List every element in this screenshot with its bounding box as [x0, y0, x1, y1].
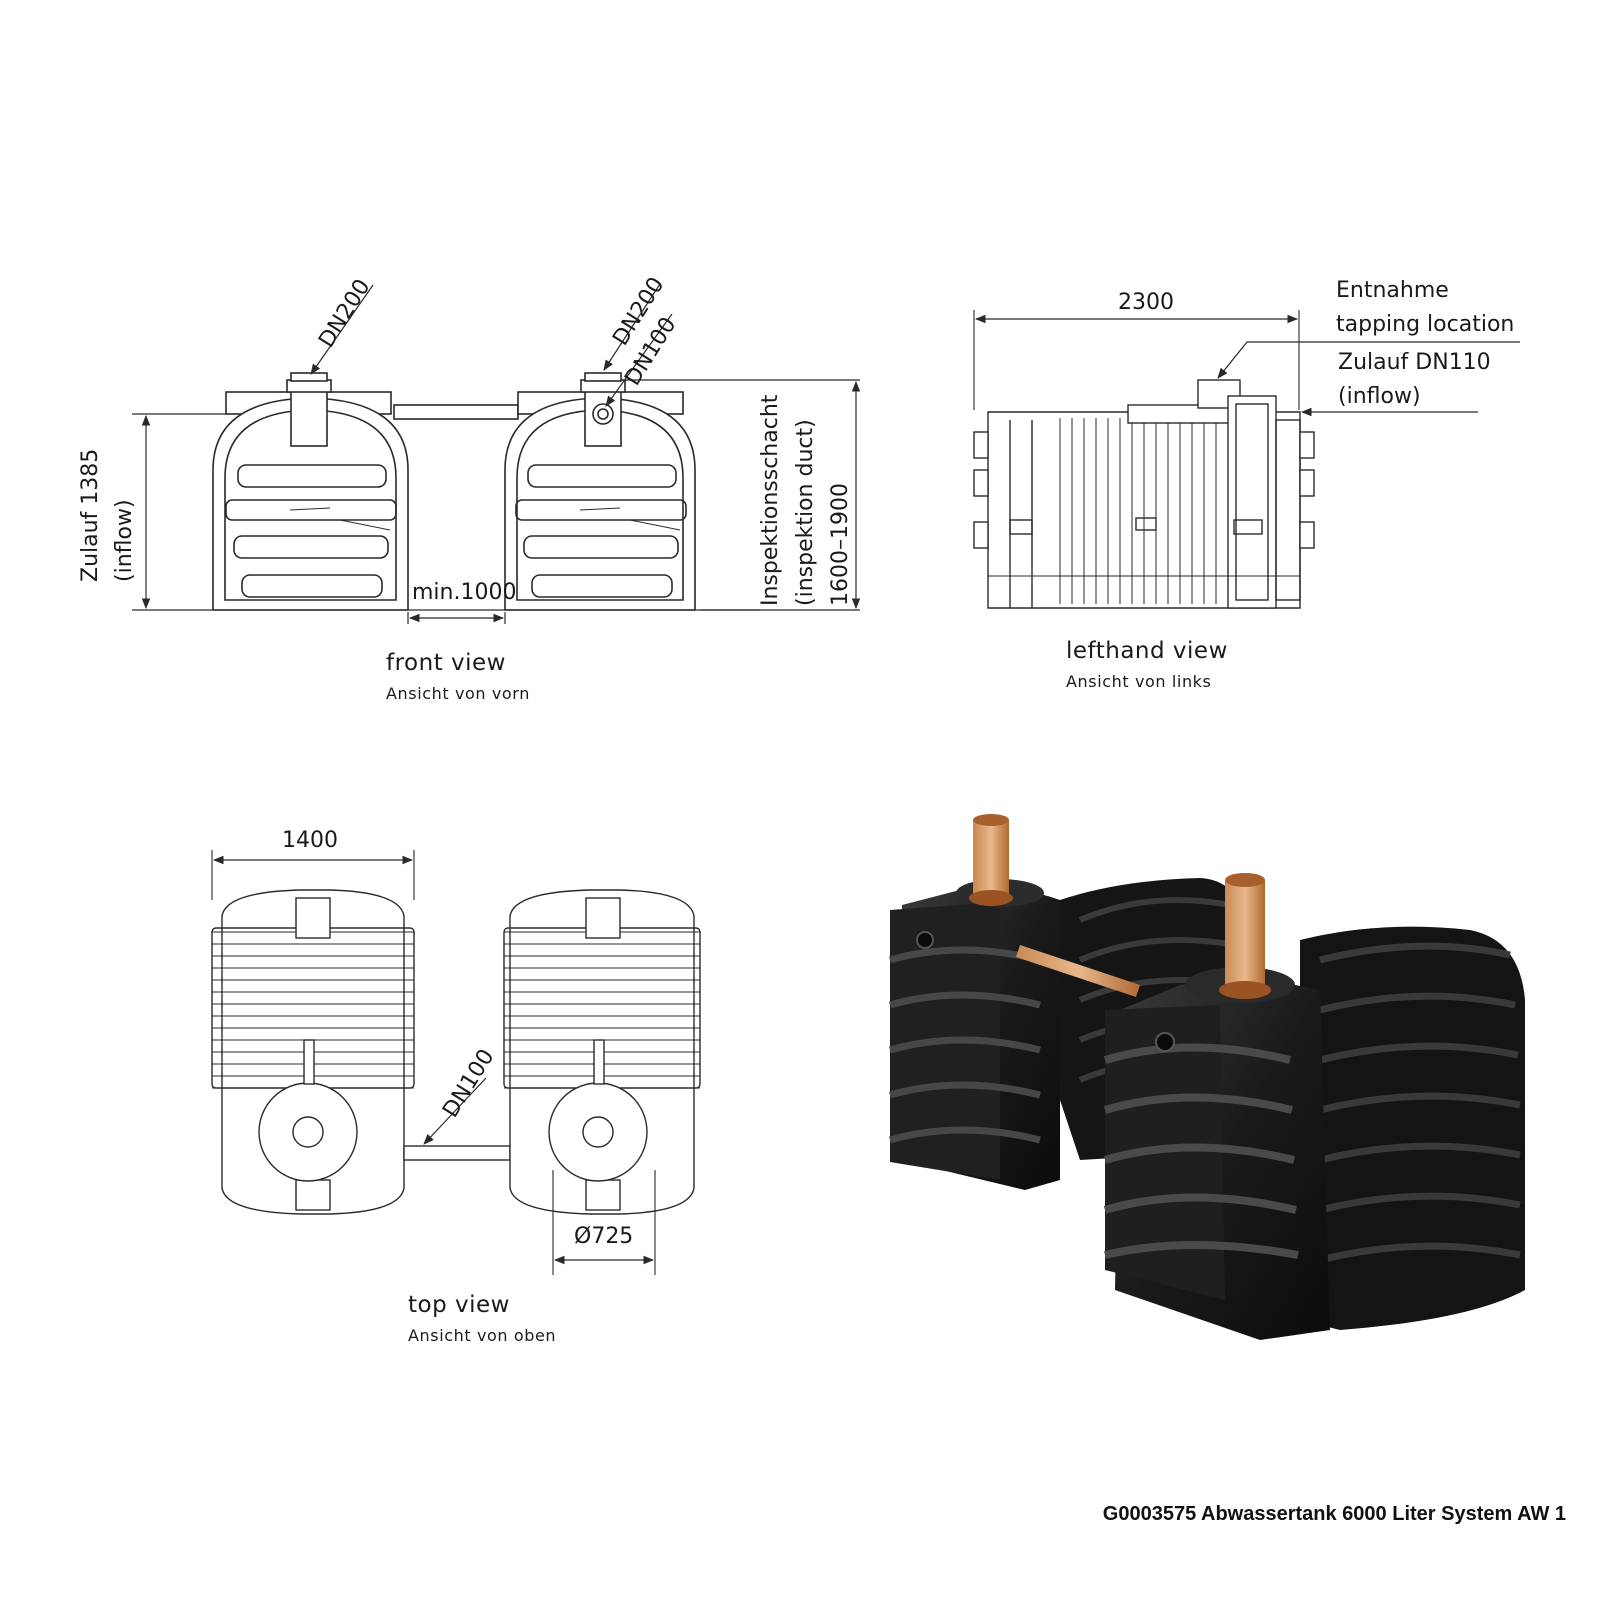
front-tank-render [1103, 873, 1525, 1340]
front-duct-label-1: Inspektionsschacht [758, 394, 783, 606]
lefthand-view-corrugation [1059, 418, 1217, 604]
front-view-connecting-pipe [393, 404, 519, 420]
lefthand-inflow-label-1: Zulauf DN110 [1338, 350, 1491, 375]
top-view-subcaption: Ansicht von oben [408, 1326, 557, 1345]
top-width-label: 1400 [282, 828, 338, 853]
front-view-right-tank [504, 372, 696, 611]
lefthand-tap-label-1: Entnahme [1336, 278, 1449, 303]
top-diameter-label: Ø725 [574, 1224, 634, 1249]
front-view-subcaption: Ansicht von vorn [386, 684, 530, 703]
top-view-connecting-pipe [403, 1145, 511, 1161]
render-connecting-pipe [1016, 945, 1140, 997]
front-view-drawing [132, 283, 861, 624]
top-view-caption: top view [408, 1292, 510, 1318]
lefthand-inflow-label-2: (inflow) [1338, 384, 1421, 409]
top-view-right-tank [503, 889, 701, 1215]
front-duct-label-3: 1600–1900 [828, 483, 853, 606]
drawing-title: G0003575 Abwassertank 6000 Liter System … [1102, 1503, 1566, 1525]
lefthand-view-drawing [973, 310, 1520, 609]
lefthand-view-caption: lefthand view [1066, 638, 1228, 664]
lefthand-tap-label-2: tapping location [1336, 312, 1515, 337]
front-view-caption: front view [386, 650, 506, 676]
front-spacing-label: min.1000 [412, 580, 517, 605]
front-inflow-label-2: (inflow) [112, 499, 137, 582]
lefthand-length-label: 2300 [1118, 290, 1174, 315]
top-view-left-tank [211, 889, 415, 1215]
top-view-drawing [211, 850, 701, 1275]
front-duct-label-2: (inspektion duct) [793, 419, 818, 606]
front-view-left-tank [212, 372, 409, 611]
lefthand-view-subcaption: Ansicht von links [1066, 672, 1212, 691]
tank-3d-render [889, 814, 1525, 1340]
front-inflow-label-1: Zulauf 1385 [78, 448, 103, 582]
